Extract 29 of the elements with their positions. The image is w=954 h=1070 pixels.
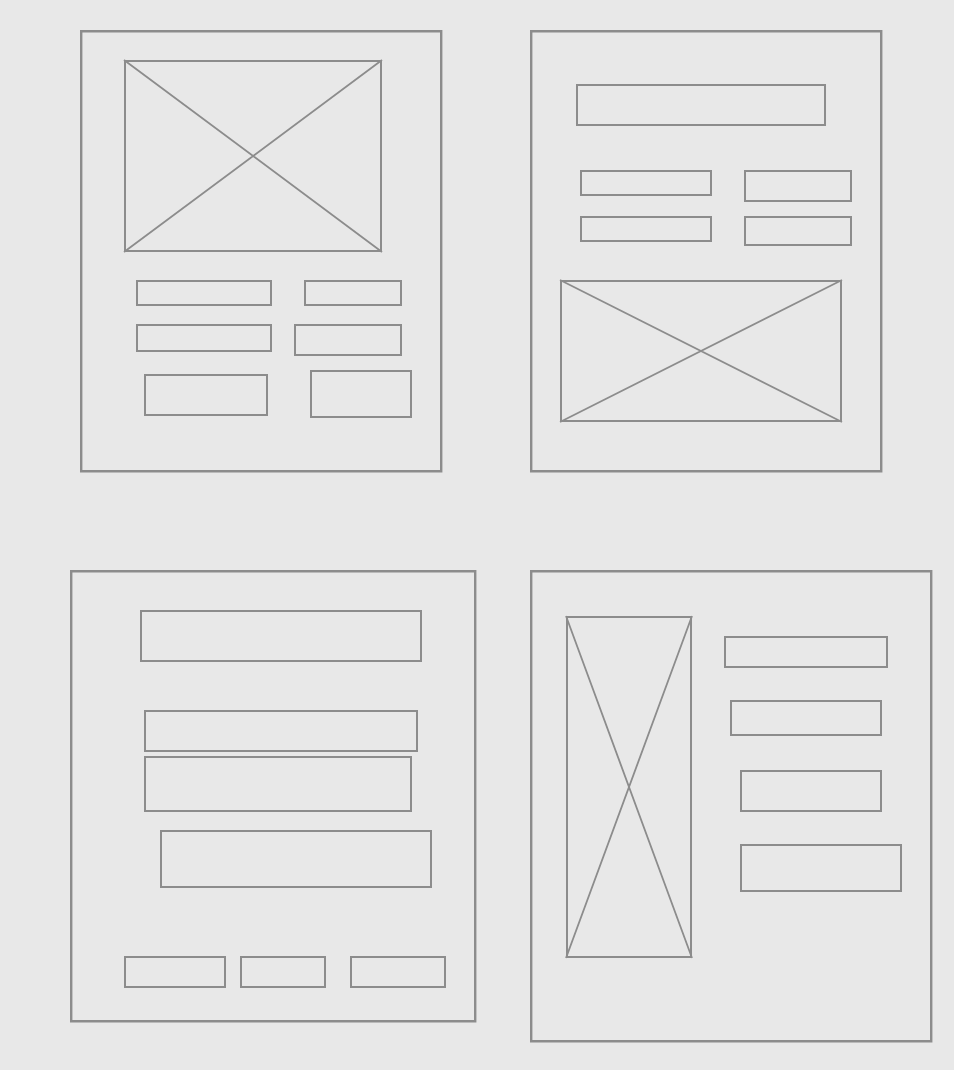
content-box bbox=[144, 710, 418, 752]
image-placeholder bbox=[565, 615, 693, 959]
content-box bbox=[740, 770, 882, 812]
content-box bbox=[304, 280, 402, 306]
content-box bbox=[160, 830, 432, 888]
panel-frame bbox=[530, 570, 933, 1043]
panel-frame bbox=[80, 30, 443, 473]
content-box bbox=[744, 170, 852, 202]
image-placeholder bbox=[559, 279, 843, 423]
content-box bbox=[310, 370, 412, 418]
content-box bbox=[350, 956, 446, 988]
content-box bbox=[240, 956, 326, 988]
content-box bbox=[124, 956, 226, 988]
content-box bbox=[144, 756, 412, 812]
content-box bbox=[144, 374, 268, 416]
content-box bbox=[294, 324, 402, 356]
content-box bbox=[140, 610, 422, 662]
content-box bbox=[724, 636, 888, 668]
content-box bbox=[136, 324, 272, 352]
panel-frame bbox=[530, 30, 883, 473]
content-box bbox=[744, 216, 852, 246]
content-box bbox=[576, 84, 826, 126]
panel-frame bbox=[70, 570, 477, 1023]
content-box bbox=[136, 280, 272, 306]
content-box bbox=[580, 170, 712, 196]
content-box bbox=[580, 216, 712, 242]
image-placeholder bbox=[123, 59, 383, 253]
content-box bbox=[730, 700, 882, 736]
content-box bbox=[740, 844, 902, 892]
